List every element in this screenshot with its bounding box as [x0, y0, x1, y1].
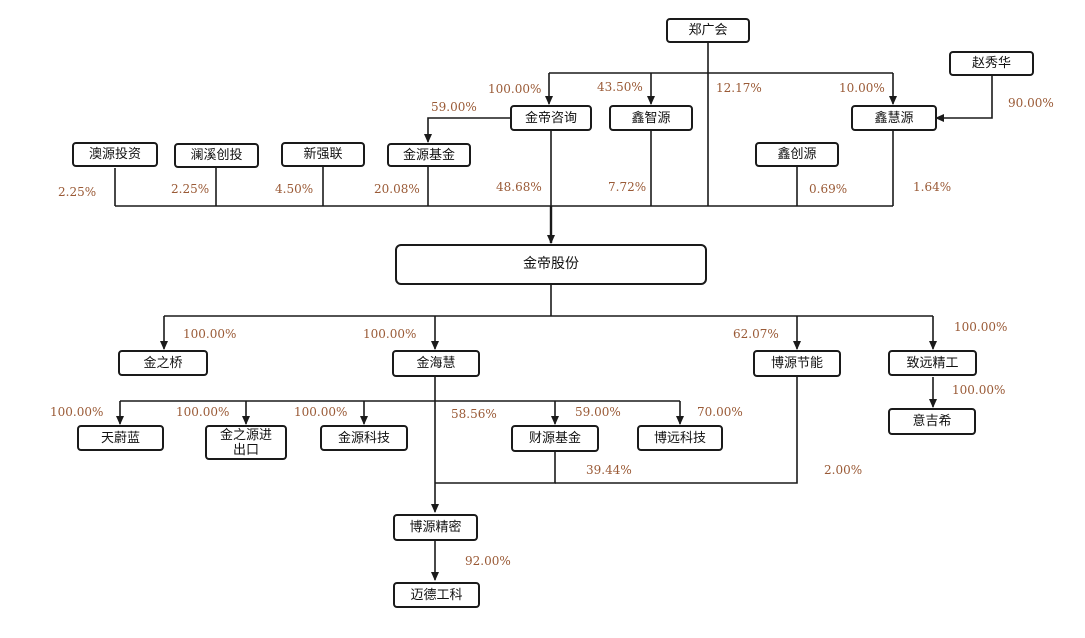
- pct-zgh-jindi-zixun: 100.00%: [488, 82, 542, 96]
- pct-gufen-jinhaihui: 100.00%: [363, 327, 417, 341]
- pct-xinhuiyuan-gufen: 1.64%: [913, 180, 952, 194]
- connector: [935, 75, 993, 122]
- node-yijixi: 意吉希: [888, 408, 976, 435]
- pct-jinhaihui-jinyuan-keji: 100.00%: [294, 405, 348, 419]
- pct-gufen-jinzhiqiao: 100.00%: [183, 327, 237, 341]
- pct-boyuan-jieneng-boyuan-jingmi: 2.00%: [824, 463, 863, 477]
- pct-zgh-jindi-gufen: 12.17%: [716, 81, 762, 95]
- pct-jinhaihui-tianweilan: 100.00%: [50, 405, 104, 419]
- node-jinzhiqiao: 金之桥: [118, 350, 208, 376]
- node-jinzhiyuan-jinchukou: 金之源进出口: [205, 425, 287, 460]
- node-jinhaihui: 金海慧: [392, 350, 480, 377]
- pct-xinzhiyuan-gufen: 7.72%: [608, 180, 647, 194]
- pct-jinyuan-jijin-gufen: 20.08%: [374, 182, 420, 196]
- node-jindi-gufen: 金帝股份: [395, 244, 707, 285]
- pct-zhiyuan-yijixi: 100.00%: [952, 383, 1006, 397]
- pct-boyuan-jingmi-maide: 92.00%: [465, 554, 511, 568]
- pct-jinhaihui-jinzhiyuan: 100.00%: [176, 405, 230, 419]
- node-zhiyuan-jinggong: 致远精工: [888, 350, 977, 376]
- pct-zgh-xinzhiyuan: 43.50%: [597, 80, 643, 94]
- pct-caiyuan-boyuan-jingmi: 39.44%: [586, 463, 632, 477]
- connector: [555, 377, 798, 484]
- pct-jinhaihui-boyuan-keji: 70.00%: [697, 405, 743, 419]
- node-aoyuan-touzi: 澳源投资: [72, 142, 158, 167]
- node-jindi-zixun: 金帝咨询: [510, 105, 592, 131]
- node-boyuan-keji: 博远科技: [637, 425, 723, 451]
- pct-jinhaihui-caiyuan: 59.00%: [575, 405, 621, 419]
- node-jinyuan-jijin: 金源基金: [387, 143, 471, 167]
- node-boyuan-jingmi: 博源精密: [393, 514, 478, 541]
- node-zhengguanghui: 郑广会: [666, 18, 750, 43]
- node-xinchuangyuan: 鑫创源: [755, 142, 839, 167]
- pct-jinhaihui-boyuan-jingmi: 58.56%: [451, 407, 497, 421]
- pct-gufen-zhiyuan: 100.00%: [954, 320, 1008, 334]
- pct-zxh-xinhuiyuan: 90.00%: [1008, 96, 1054, 110]
- connector: [424, 117, 511, 143]
- pct-jindi-zixun-jinyuan-jijin: 59.00%: [431, 100, 477, 114]
- pct-xinchuangyuan-gufen: 0.69%: [809, 182, 848, 196]
- connector: [435, 452, 556, 484]
- node-xinzhiyuan: 鑫智源: [609, 105, 693, 131]
- node-caiyuan-jijin: 财源基金: [511, 425, 599, 452]
- node-lanxi-chuangtou: 澜溪创投: [174, 143, 259, 168]
- node-jinyuan-keji: 金源科技: [320, 425, 408, 451]
- pct-lanxi-gufen: 2.25%: [171, 182, 210, 196]
- node-maide-gongke: 迈德工科: [393, 582, 480, 608]
- pct-zgh-xinhuiyuan: 10.00%: [839, 81, 885, 95]
- node-tianweilan: 天蔚蓝: [77, 425, 164, 451]
- pct-xinqianglian-gufen: 4.50%: [275, 182, 314, 196]
- pct-aoyuan-gufen: 2.25%: [58, 185, 97, 199]
- node-boyuan-jieneng: 博源节能: [753, 350, 841, 377]
- node-zhaoxiuhua: 赵秀华: [949, 51, 1034, 76]
- node-xinqianglian: 新强联: [281, 142, 365, 167]
- pct-jindi-zixun-gufen: 48.68%: [496, 180, 542, 194]
- pct-gufen-boyuan-jieneng: 62.07%: [733, 327, 779, 341]
- node-xinhuiyuan: 鑫慧源: [851, 105, 937, 131]
